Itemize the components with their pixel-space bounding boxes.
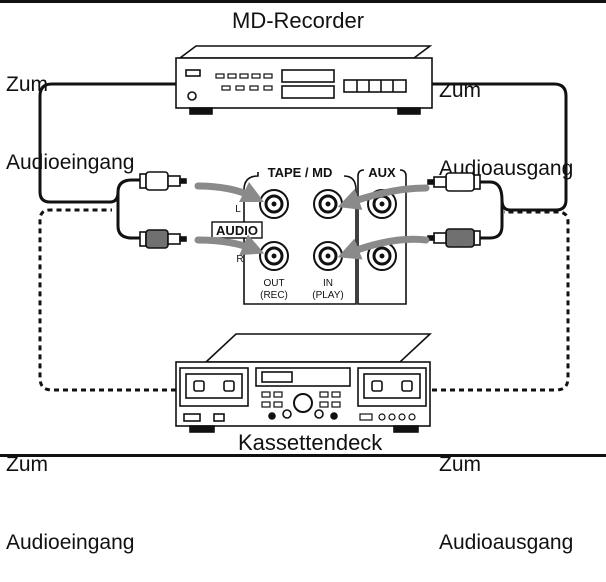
channel-r-label: R [236,254,243,265]
out-sub-label: (REC) [260,290,288,301]
signal-arrows [194,181,430,260]
jack-in-l [313,189,343,219]
tape-md-label: TAPE / MD [268,165,333,180]
tape-md-label-bg [262,164,340,180]
right-plug-dark [427,228,481,248]
jack-in-r [313,241,343,271]
cassette-deck-device [175,333,433,433]
top-left-label-line1: Zum [6,73,48,96]
jacks [259,189,397,271]
right-plug-white [427,172,481,192]
audio-label: AUDIO [216,223,258,238]
deck-cable-right [432,210,570,392]
aux-label: AUX [368,165,396,180]
in-label: IN [323,278,333,289]
arrow-to-out-r [194,234,265,256]
arrow-from-aux-r [337,235,430,260]
jack-out-r [259,241,289,271]
jack-out-l [259,189,289,219]
arrow-to-out-l [194,181,265,203]
md-cable-right [432,82,568,212]
md-recorder-device [175,45,433,115]
channel-l-label: L [235,204,241,215]
rear-panel [243,169,407,305]
aux-label-bg [364,164,400,180]
arrow-from-aux-l [337,184,430,210]
md-recorder-title: MD-Recorder [232,8,365,33]
cassette-deck-title: Kassettendeck [238,430,383,455]
left-plug-dark [139,229,187,249]
md-cable-left [38,82,176,204]
right-y-split [480,180,504,240]
connection-diagram: TAPE / MD AUX AUDIO L R OUT (REC) IN (PL… [38,45,570,433]
left-y-split [116,178,140,240]
out-label: OUT [263,278,284,289]
bottom-right-label-line2: Audioausgang [439,531,574,554]
bottom-border [0,454,606,457]
left-plug-white [139,171,187,191]
in-sub-label: (PLAY) [312,290,344,301]
top-left-label: Zum Audioeingang [6,20,134,202]
top-border [0,0,606,3]
audio-label-box [211,221,263,239]
deck-cable-left [38,208,176,392]
bottom-left-label-line2: Audioeingang [6,531,135,554]
top-left-label-line2: Audioeingang [6,151,135,174]
